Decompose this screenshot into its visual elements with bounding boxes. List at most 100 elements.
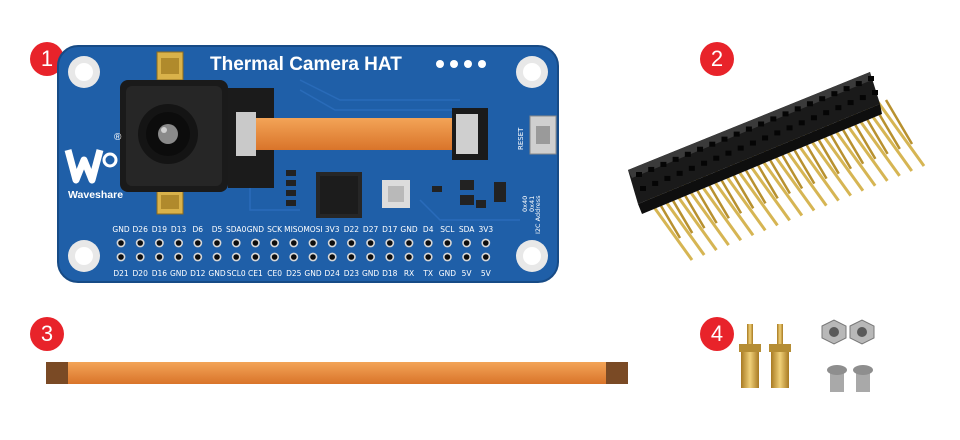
header-socket	[676, 170, 683, 176]
header-pad	[442, 252, 452, 262]
header-pad	[231, 238, 241, 248]
header-pad	[193, 252, 203, 262]
gold-pin	[876, 101, 926, 167]
header-socket	[701, 160, 708, 166]
pin-label-bottom: D12	[190, 269, 206, 278]
header-pad	[193, 238, 203, 248]
header-socket	[819, 96, 826, 102]
header-pad	[346, 238, 356, 248]
header-pad	[250, 238, 260, 248]
header-pad	[423, 238, 433, 248]
pin-label-top: GND	[247, 225, 264, 234]
gold-pin	[884, 99, 914, 145]
pin-label-bottom: D20	[133, 269, 149, 278]
header-pad	[404, 252, 414, 262]
header-socket	[782, 111, 789, 117]
header-socket	[794, 106, 801, 112]
header-pad	[423, 252, 433, 262]
pin-label-bottom: D24	[325, 269, 341, 278]
thermal-camera-hat-board: ®	[57, 45, 559, 283]
header-socket	[835, 105, 842, 111]
header-socket	[855, 81, 862, 87]
pin-label-top: SDA0	[226, 225, 247, 234]
gold-pin	[864, 106, 914, 172]
header-socket	[847, 100, 854, 106]
header-socket	[737, 145, 744, 151]
header-socket	[762, 135, 769, 141]
callout-3: 3	[30, 317, 64, 351]
address-0x41: 0x41	[528, 196, 536, 212]
pin-label-bottom: D25	[286, 269, 302, 278]
pin-label-bottom: 5V	[481, 269, 492, 278]
pin-label-top: D17	[382, 225, 398, 234]
header-pad	[481, 238, 491, 248]
svg-text:®: ®	[114, 132, 122, 143]
header-socket	[806, 101, 813, 107]
header-pad	[308, 252, 318, 262]
brand-label: Waveshare	[68, 189, 123, 201]
pin-label-bottom: CE1	[248, 269, 263, 278]
pin-label-bottom: SCL0	[227, 269, 246, 278]
header-pad	[327, 238, 337, 248]
header-pad	[289, 238, 299, 248]
header-socket	[684, 151, 691, 157]
pin-label-bottom: 5V	[462, 269, 473, 278]
pin-label-top: SCL	[440, 225, 455, 234]
pin-label-top: D19	[152, 225, 168, 234]
header-socket	[758, 121, 765, 127]
header-socket	[688, 165, 695, 171]
header-pad	[250, 252, 260, 262]
header-pad	[442, 238, 452, 248]
header-pad	[212, 252, 222, 262]
header-pad	[462, 238, 471, 248]
header-socket	[749, 140, 756, 146]
header-pad	[154, 252, 164, 262]
callout-4: 4	[700, 317, 734, 351]
header-pad	[116, 238, 126, 248]
header-pad	[116, 252, 126, 262]
header-pad	[385, 252, 395, 262]
pin-label-bottom: D18	[382, 269, 398, 278]
header-socket	[640, 186, 646, 191]
header-pad	[289, 252, 299, 262]
pin-label-top: D5	[212, 225, 223, 234]
header-socket	[648, 166, 655, 172]
pin-label-top: SDA	[459, 225, 475, 234]
pin-label-bottom: RX	[404, 269, 414, 278]
pin-label-top: D22	[344, 225, 360, 234]
pin-label-top: GND	[112, 225, 129, 234]
header-pad	[270, 238, 279, 248]
pin-label-top: SCK	[267, 225, 283, 234]
address-0x40: 0x40	[521, 196, 529, 212]
header-pad	[385, 238, 395, 248]
header-socket	[770, 116, 777, 122]
header-pad	[346, 252, 356, 262]
header-pad	[212, 238, 222, 248]
waveshare-logo: ®	[64, 132, 122, 184]
header-socket	[872, 90, 878, 95]
pin-label-top: 3V3	[325, 225, 340, 234]
header-socket	[859, 95, 866, 101]
header-pad	[481, 252, 491, 262]
header-socket	[672, 156, 679, 162]
header-socket	[868, 76, 874, 81]
callout-2: 2	[700, 42, 734, 76]
pin-label-bottom: CE0	[267, 269, 282, 278]
stacking-pin-header	[628, 72, 926, 261]
header-socket	[823, 110, 830, 116]
header-socket	[652, 180, 659, 186]
i2c-address-label: I2C Address	[534, 195, 542, 234]
header-pad	[327, 252, 337, 262]
header-socket	[697, 146, 704, 152]
pin-label-bottom: D21	[113, 269, 129, 278]
header-socket	[798, 120, 805, 126]
header-socket	[725, 150, 732, 156]
header-pad	[366, 238, 375, 248]
pin-label-top: D26	[133, 225, 149, 234]
header-pad	[462, 252, 471, 262]
pin-label-bottom: TX	[422, 269, 433, 278]
header-pad	[366, 252, 375, 262]
header-socket	[713, 155, 720, 161]
